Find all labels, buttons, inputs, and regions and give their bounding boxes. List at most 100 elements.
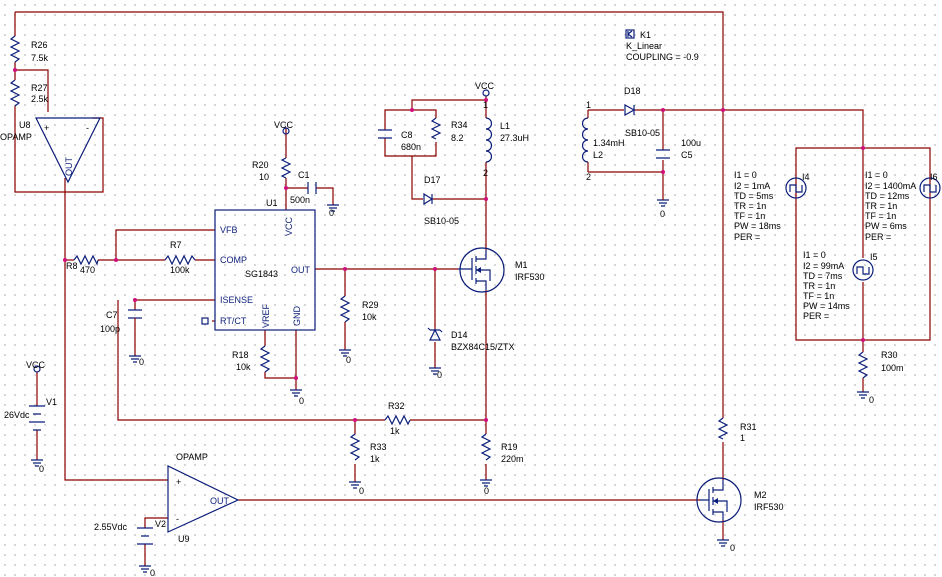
- label-c8: C8: [401, 130, 413, 140]
- label-m1: M1: [515, 260, 528, 270]
- label-u8: U8: [19, 120, 31, 130]
- label-d18: D18: [624, 86, 641, 96]
- label-u1-part: SG1843: [245, 269, 278, 279]
- label-c7: C7: [106, 310, 118, 320]
- coupling-k1: [625, 29, 635, 39]
- label-r7: R7: [170, 240, 182, 250]
- resistor-r7: [164, 254, 196, 266]
- diode-d18: [624, 103, 636, 117]
- label-v1: V1: [46, 397, 57, 407]
- diode-d17: [423, 192, 434, 206]
- i5-param-per: PER =: [803, 311, 829, 321]
- gnd-label-v2: 0: [150, 568, 155, 577]
- i6-parameters: I1 = 0 I2 = 1400mA TD = 12ms TR = 1n TF …: [865, 170, 916, 242]
- i5-param-td: TD = 7ms: [803, 271, 843, 281]
- label-r8: R8: [66, 261, 78, 271]
- label-r29-value: 10k: [362, 312, 377, 322]
- label-v2-value: 2.55Vdc: [94, 522, 128, 532]
- i4-parameters: I1 = 0 I2 = 1mA TD = 5ms TR = 1n TF = 1n…: [734, 170, 781, 242]
- i4-param-i2: I2 = 1mA: [734, 181, 770, 191]
- capacitor-c7: [128, 309, 142, 322]
- label-d17: D17: [424, 175, 441, 185]
- label-u1: U1: [266, 198, 278, 208]
- gnd-label-d14: 0: [437, 370, 442, 380]
- ground-labels: 0 0 0 0 0 0 0 0 0 0 0 0: [39, 208, 874, 577]
- gnd-label-v1: 0: [39, 464, 44, 474]
- label-r18: R18: [232, 350, 249, 360]
- label-d18-value: SB10-05: [625, 128, 660, 138]
- label-i4: I4: [802, 172, 810, 182]
- label-r33: R33: [370, 442, 387, 452]
- label-r19-value: 220m: [501, 454, 524, 464]
- label-u9: U9: [178, 534, 190, 544]
- ground-v2: [139, 565, 151, 573]
- label-k1: K1: [640, 30, 651, 40]
- label-pin-rtct: RT/CT: [220, 316, 247, 326]
- label-k1-type: K_Linear: [626, 41, 662, 51]
- gnd-label-gnd: 0: [299, 396, 304, 406]
- svg-text:+: +: [44, 123, 49, 133]
- i5-param-tr: TR = 1n: [803, 281, 835, 291]
- label-r26-value: 7.5k: [31, 53, 49, 63]
- resistor-r33: [349, 433, 361, 461]
- label-r32: R32: [388, 401, 405, 411]
- label-d17-value: SB10-05: [424, 216, 459, 226]
- ground-d14: [429, 367, 441, 375]
- diode-d14: [427, 327, 443, 341]
- i6-param-td: TD = 12ms: [865, 191, 910, 201]
- i6-param-pw: PW = 6ms: [865, 221, 907, 231]
- ground-gnd: [290, 389, 302, 397]
- label-r31: R31: [740, 422, 757, 432]
- i6-param-i1: I1 = 0: [865, 170, 888, 180]
- label-pin-isense: ISENSE: [220, 295, 253, 305]
- label-r18-value: 10k: [236, 362, 251, 372]
- i4-param-i1: I1 = 0: [734, 170, 757, 180]
- gnd-label-c5: 0: [660, 209, 665, 219]
- dc-source-v1: [29, 405, 45, 431]
- ground-r33: [349, 481, 361, 489]
- label-l2-value: 1.34mH: [593, 138, 625, 148]
- label-c5-value: 100u: [681, 138, 701, 148]
- label-l1: L1: [500, 121, 510, 131]
- label-r7-value: 100k: [170, 265, 190, 275]
- label-m2: M2: [754, 490, 767, 500]
- label-r26: R26: [31, 40, 48, 50]
- label-l1-pin1: 1: [483, 100, 488, 110]
- label-vcc-l1: VCC: [475, 81, 495, 91]
- gnd-label-r19: 0: [484, 486, 489, 496]
- i5-param-pw: PW = 14ms: [803, 301, 850, 311]
- ground-r30: [857, 391, 869, 399]
- label-r34-value: 8.2: [451, 133, 464, 143]
- label-u8-out: OUT: [64, 157, 74, 177]
- resistor-r30: [857, 351, 869, 379]
- dc-source-v2: [137, 527, 153, 545]
- i4-param-pw: PW = 18ms: [734, 221, 781, 231]
- resistor-r27: [9, 79, 21, 107]
- ground-r29: [339, 349, 351, 357]
- ground-v1: [31, 459, 43, 467]
- label-r31-value: 1: [740, 433, 745, 443]
- ground-m2: [717, 539, 729, 547]
- resistor-r18: [259, 345, 271, 373]
- label-d14: D14: [451, 330, 468, 340]
- i6-param-tf: TF = 1n: [865, 211, 896, 221]
- current-source-i4: [785, 177, 807, 199]
- resistor-r31: [717, 417, 729, 440]
- label-r20-value: 10: [259, 172, 269, 182]
- opamp-u8: + -: [35, 117, 101, 184]
- i6-param-i2: I2 = 1400mA: [865, 181, 916, 191]
- label-r20: R20: [252, 160, 269, 170]
- i6-param-per: PER =: [865, 232, 891, 242]
- ground-c1: [327, 204, 339, 212]
- mosfet-m2: [696, 477, 742, 523]
- capacitor-c1: [307, 182, 317, 194]
- label-pin-vref: VREF: [261, 303, 271, 328]
- gnd-label-r33: 0: [359, 486, 364, 496]
- component-labels: R26 7.5k R27 2.5k U8 OPAMP OUT R8 470 VC…: [0, 30, 938, 544]
- capacitor-c5: [656, 149, 670, 159]
- resistor-r19: [480, 433, 492, 461]
- inductor-l2: [581, 110, 589, 172]
- vcc-marker-u1: [282, 127, 290, 135]
- label-m1-value: IRF530: [515, 272, 545, 282]
- label-i5: I5: [870, 252, 878, 262]
